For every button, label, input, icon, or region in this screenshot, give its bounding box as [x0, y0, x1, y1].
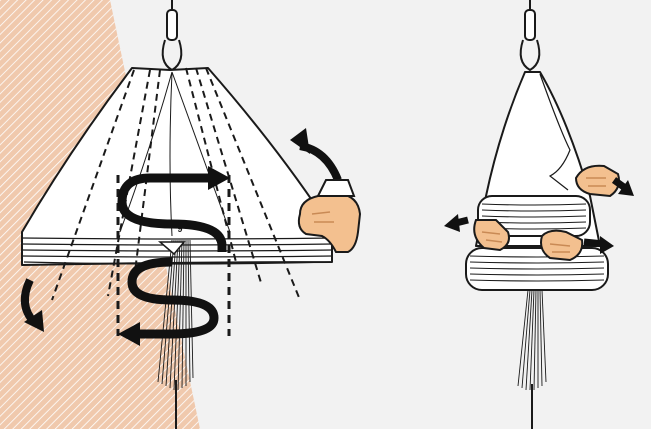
hand-icon-top-right: [576, 166, 619, 196]
